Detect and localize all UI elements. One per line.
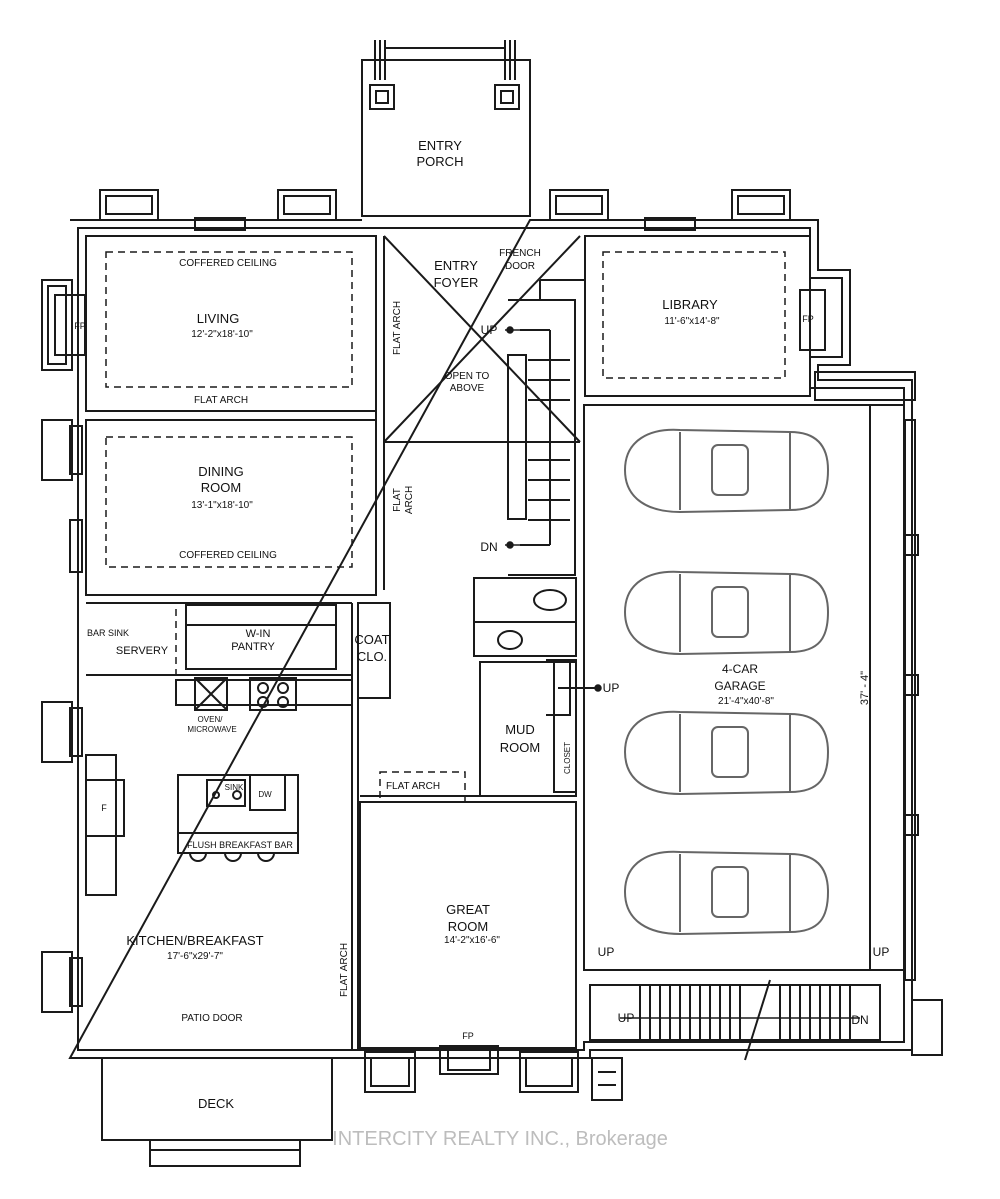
closet-label: CLOSET [563,742,572,774]
great-room-name-2: ROOM [448,919,488,934]
pantry-label-1: W-IN [246,628,271,640]
coat-label-2: CLO. [357,649,387,664]
kitchen-name: KITCHEN/BREAKFAST [126,933,263,948]
garage-name-1: 4-CAR [722,662,758,676]
entry-foyer-label-1: ENTRY [434,258,478,273]
great-room-size: 14'-2"x16'-6" [444,935,500,946]
sink-label: SINK [225,783,244,792]
living-size: 12'-2"x18'-10" [191,329,253,340]
cars [623,428,830,936]
kitchen-island [177,774,299,854]
living-name: LIVING [197,311,240,326]
entry-foyer-label-2: FOYER [434,275,479,290]
mud-room-label-2: ROOM [500,740,540,755]
garage-size: 21'-4"x40'-8" [718,696,774,707]
oven-label-1: OVEN/ [198,715,224,724]
living-flat-arch: FLAT ARCH [194,395,248,406]
flat-arch-dining-a: FLAT [392,488,403,512]
entry-porch-outline [361,59,531,217]
garage-up-right: UP [873,945,890,959]
coat-label-1: COAT [354,632,389,647]
flat-arch-vertical-1: FLAT ARCH [392,301,403,355]
library-size: 11'-6"x14'-8" [664,316,720,327]
deck-label: DECK [198,1096,234,1111]
bar-sink-label: BAR SINK [87,628,129,638]
garage-up-left: UP [598,945,615,959]
garage-dimension: 37' - 4" [859,671,871,705]
flush-bar-label: FLUSH BREAKFAST BAR [187,840,293,850]
stair-up: UP [481,323,498,337]
entry-porch-label-1: ENTRY [418,138,462,153]
fp-library: FP [802,314,814,324]
garage-steps-dn: DN [851,1013,868,1027]
oven-label-2: MICROWAVE [187,725,236,734]
french-door-label-2: DOOR [505,261,535,272]
dw-label: DW [258,790,272,799]
entry-porch-label-2: PORCH [417,154,464,169]
patio-door-label: PATIO DOOR [181,1013,242,1024]
great-room-name-1: GREAT [446,902,490,917]
french-door-label-1: FRENCH [499,248,541,259]
servery-label: SERVERY [116,645,169,657]
dining-ceiling-label: COFFERED CEILING [179,550,277,561]
garage-name-2: GARAGE [714,679,765,693]
flat-arch-dining-b: ARCH [404,486,415,514]
open-to-above-2: ABOVE [450,383,485,394]
fp-great-room: FP [462,1031,474,1041]
flat-arch-hall: FLAT ARCH [386,781,440,792]
library-name: LIBRARY [662,297,718,312]
open-to-above-1: OPEN TO [445,371,490,382]
mud-room-label-1: MUD [505,722,535,737]
fp-living: FP [74,321,86,331]
stair-dn: DN [480,540,497,554]
watermark: INTERCITY REALTY INC., Brokerage [332,1128,668,1150]
flat-arch-kitchen: FLAT ARCH [339,943,350,997]
f-label: F [101,803,107,813]
dining-name-2: ROOM [201,480,241,495]
pantry-label-2: PANTRY [231,641,275,653]
garage-steps-up: UP [618,1011,635,1025]
kitchen-size: 17'-6"x29'-7" [167,951,223,962]
living-ceiling-label: COFFERED CEILING [179,258,277,269]
dining-name-1: DINING [198,464,244,479]
dining-size: 13'-1"x18'-10" [191,500,253,511]
mud-stair-up: UP [603,681,620,695]
